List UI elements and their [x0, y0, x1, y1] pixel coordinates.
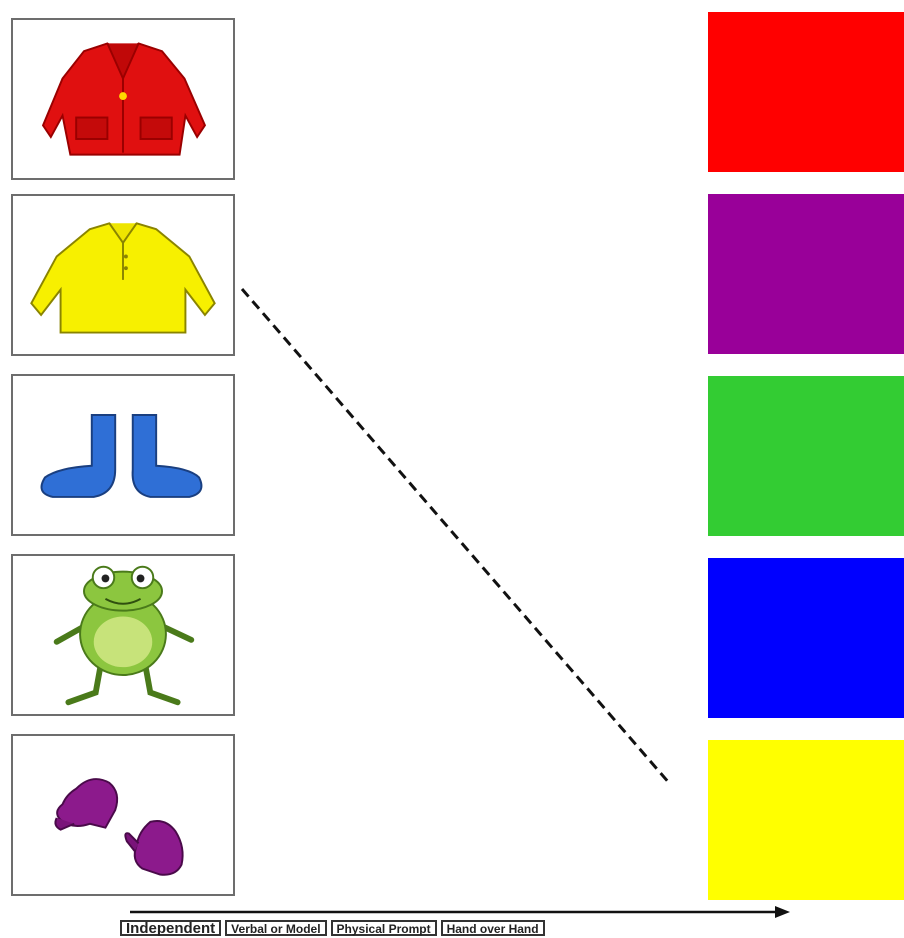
raincoat-icon: [13, 20, 233, 178]
mittens-card[interactable]: [11, 734, 235, 896]
frog-icon: [13, 556, 233, 714]
socks-icon: [13, 376, 233, 534]
prompt-level-physical: Physical Prompt: [331, 920, 437, 936]
prompt-level-hand-over-hand: Hand over Hand: [441, 920, 545, 936]
purple-swatch[interactable]: [708, 194, 904, 354]
yellow-swatch[interactable]: [708, 740, 904, 900]
shirt-icon: [13, 196, 233, 354]
prompt-level-labels: Independent Verbal or Model Physical Pro…: [120, 920, 545, 936]
green-swatch[interactable]: [708, 376, 904, 536]
socks-card[interactable]: [11, 374, 235, 536]
frog-card[interactable]: [11, 554, 235, 716]
right-arrow-icon: [130, 906, 790, 918]
red-swatch[interactable]: [708, 12, 904, 172]
blue-swatch[interactable]: [708, 558, 904, 718]
prompt-scale: Independent Verbal or Model Physical Pro…: [120, 900, 810, 938]
shirt-card[interactable]: [11, 194, 235, 356]
mittens-icon: [13, 736, 233, 894]
prompt-level-independent: Independent: [120, 920, 221, 936]
raincoat-card[interactable]: [11, 18, 235, 180]
prompt-level-verbal-model: Verbal or Model: [225, 920, 326, 936]
